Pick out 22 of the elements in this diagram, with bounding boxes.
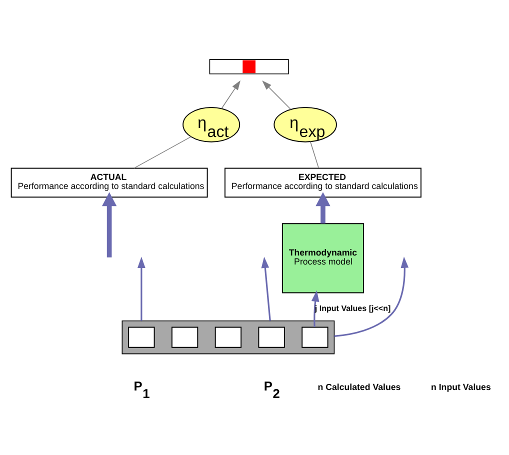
arrow	[334, 256, 409, 337]
connector	[310, 141, 320, 168]
arrow	[138, 256, 146, 321]
arrow	[262, 80, 292, 110]
arrow	[261, 256, 271, 321]
node-box	[214, 326, 242, 348]
label: n Calculated Values	[318, 382, 401, 392]
node-box	[128, 326, 155, 348]
node-box	[258, 326, 285, 348]
node-box: EXPECTED Performance according to standard calculations	[224, 168, 422, 198]
arrow	[311, 290, 320, 328]
connector	[134, 136, 192, 168]
node-box: ACTUAL Performance according to standard calculations	[10, 168, 208, 198]
node-box: Thermodynamic Process model	[282, 223, 364, 294]
cluster	[122, 320, 335, 354]
edge-label: j Input Values [j<<n]	[314, 304, 391, 314]
arrow	[316, 192, 330, 224]
arrow	[221, 80, 240, 109]
label: n Input Values	[431, 382, 491, 392]
node-box	[171, 326, 198, 348]
arrow	[102, 192, 117, 258]
node-box	[302, 326, 328, 348]
